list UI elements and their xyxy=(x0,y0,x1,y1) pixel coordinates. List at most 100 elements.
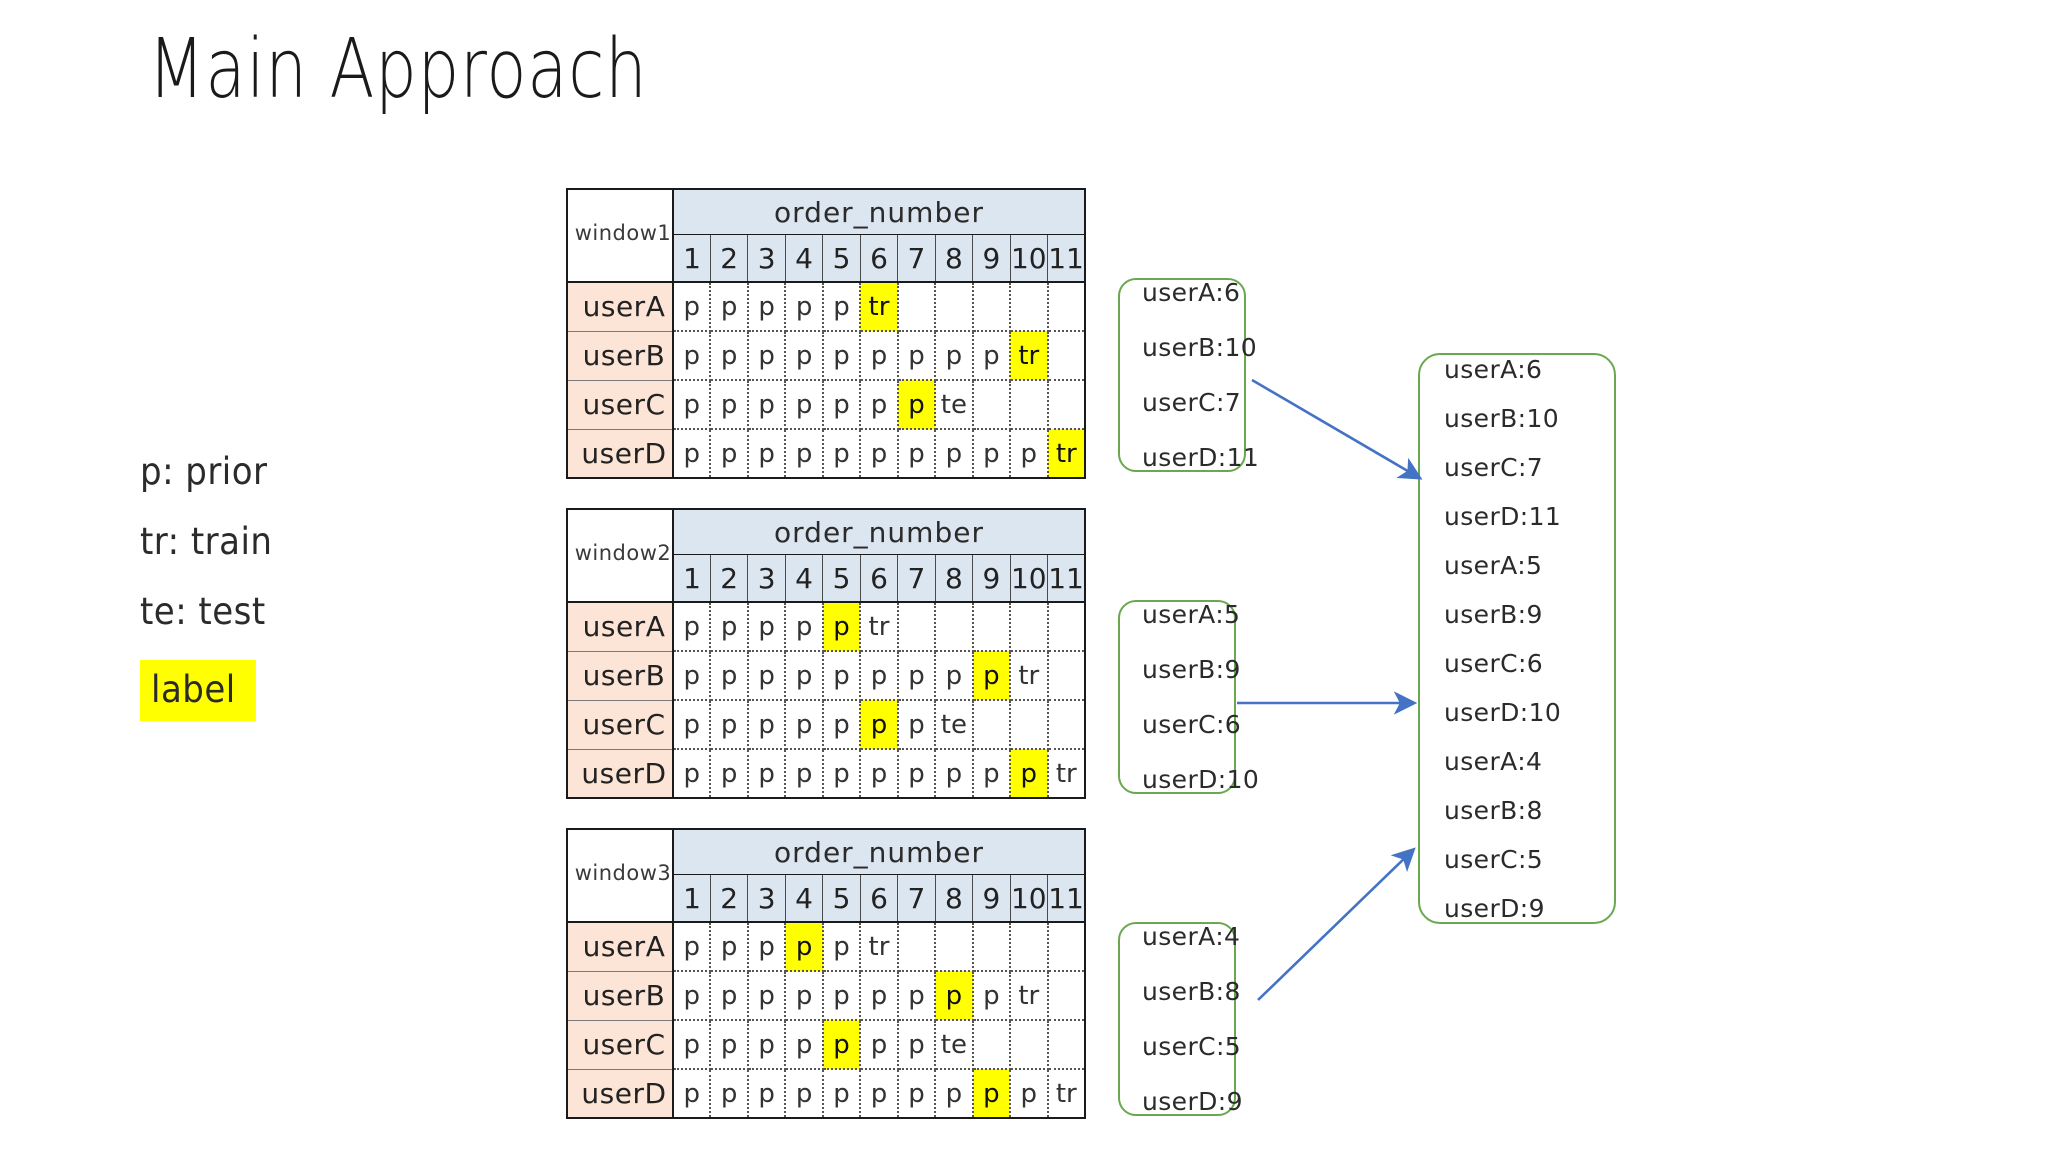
cell-userC-11 xyxy=(1047,1020,1085,1070)
label-entry: userB:10 xyxy=(1142,333,1258,362)
cell-userB-1: p xyxy=(673,971,712,1021)
merged-label-entry: userB:10 xyxy=(1444,403,1560,433)
cell-userD-11: tr xyxy=(1047,1069,1085,1118)
column-header-3: 3 xyxy=(747,874,786,923)
cell-userA-9 xyxy=(972,282,1012,332)
row-header-userD: userD xyxy=(567,1069,674,1118)
column-header-7: 7 xyxy=(897,234,936,283)
cell-userC-8: te xyxy=(935,700,974,750)
cell-userB-1: p xyxy=(673,331,712,381)
merged-label-entry: userB:9 xyxy=(1444,599,1543,629)
cell-userA-7 xyxy=(897,602,937,652)
row-header-userC: userC xyxy=(567,380,674,430)
order-number-header: order_number xyxy=(673,189,1085,235)
column-header-2: 2 xyxy=(710,874,749,923)
merged-label-entry: userC:5 xyxy=(1444,844,1544,874)
column-header-10: 10 xyxy=(1010,874,1049,923)
cell-userA-3: p xyxy=(747,282,787,332)
merged-label-entry: userC:6 xyxy=(1444,648,1544,678)
merged-label-entry: userB:8 xyxy=(1444,795,1543,825)
cell-userB-7: p xyxy=(897,331,937,381)
row-header-userD: userD xyxy=(567,749,674,798)
cell-userD-9: p xyxy=(972,1069,1012,1118)
cell-userA-10 xyxy=(1010,922,1049,972)
cell-userA-6: tr xyxy=(860,282,899,332)
cell-userA-1: p xyxy=(673,282,712,332)
cell-userB-4: p xyxy=(785,331,824,381)
cell-userD-5: p xyxy=(822,749,862,798)
label-entry: userB:9 xyxy=(1142,655,1241,684)
cell-userA-2: p xyxy=(710,282,749,332)
column-header-3: 3 xyxy=(747,554,786,603)
cell-userD-1: p xyxy=(673,1069,712,1118)
legend-item-label-highlight: label xyxy=(140,660,256,721)
cell-userB-8: p xyxy=(935,651,974,701)
label-entry: userC:7 xyxy=(1142,388,1242,417)
cell-userD-10: p xyxy=(1010,429,1049,478)
cell-userA-5: p xyxy=(822,922,862,972)
cell-userB-4: p xyxy=(785,651,824,701)
cell-userD-3: p xyxy=(747,1069,787,1118)
cell-userA-6: tr xyxy=(860,602,899,652)
cell-userB-9: p xyxy=(972,331,1012,381)
cell-userA-7 xyxy=(897,922,937,972)
cell-userC-1: p xyxy=(673,380,712,430)
cell-userB-11 xyxy=(1047,651,1085,701)
cell-userB-7: p xyxy=(897,971,937,1021)
cell-userA-1: p xyxy=(673,602,712,652)
cell-userC-11 xyxy=(1047,700,1085,750)
cell-userB-4: p xyxy=(785,971,824,1021)
cell-userB-9: p xyxy=(972,651,1012,701)
cell-userC-7: p xyxy=(897,380,937,430)
column-header-9: 9 xyxy=(972,234,1011,283)
cell-userA-8 xyxy=(935,602,974,652)
cell-userC-5: p xyxy=(822,700,862,750)
cell-userD-1: p xyxy=(673,749,712,798)
cell-userD-6: p xyxy=(860,1069,899,1118)
cell-userD-2: p xyxy=(710,749,749,798)
column-header-8: 8 xyxy=(935,234,974,283)
cell-userB-8: p xyxy=(935,331,974,381)
cell-userC-3: p xyxy=(747,700,787,750)
column-header-2: 2 xyxy=(710,234,749,283)
cell-userC-9 xyxy=(972,1020,1012,1070)
cell-userD-5: p xyxy=(822,1069,862,1118)
cell-userC-4: p xyxy=(785,1020,824,1070)
cell-userB-5: p xyxy=(822,331,862,381)
cell-userC-3: p xyxy=(747,380,787,430)
cell-userC-9 xyxy=(972,380,1012,430)
cell-userB-5: p xyxy=(822,971,862,1021)
merged-label-entry: userD:10 xyxy=(1444,697,1562,727)
arrow-window1-to-merged xyxy=(1251,378,1423,480)
legend-item-1: tr: train xyxy=(140,520,273,563)
cell-userC-6: p xyxy=(860,1020,899,1070)
column-header-5: 5 xyxy=(822,554,861,603)
cell-userB-3: p xyxy=(747,331,787,381)
legend-item-0: p: prior xyxy=(140,450,268,493)
column-header-10: 10 xyxy=(1010,554,1049,603)
column-header-11: 11 xyxy=(1047,874,1085,923)
column-header-5: 5 xyxy=(822,874,861,923)
cell-userD-7: p xyxy=(897,1069,937,1118)
cell-userA-3: p xyxy=(747,922,787,972)
cell-userC-3: p xyxy=(747,1020,787,1070)
cell-userD-3: p xyxy=(747,749,787,798)
cell-userC-5: p xyxy=(822,1020,862,1070)
cell-userD-5: p xyxy=(822,429,862,478)
row-header-userB: userB xyxy=(567,651,674,701)
cell-userA-9 xyxy=(972,602,1012,652)
cell-userC-1: p xyxy=(673,700,712,750)
column-header-1: 1 xyxy=(673,554,711,603)
cell-userD-8: p xyxy=(935,429,974,478)
cell-userA-10 xyxy=(1010,602,1049,652)
order-number-header: order_number xyxy=(673,509,1085,555)
cell-userB-8: p xyxy=(935,971,974,1021)
